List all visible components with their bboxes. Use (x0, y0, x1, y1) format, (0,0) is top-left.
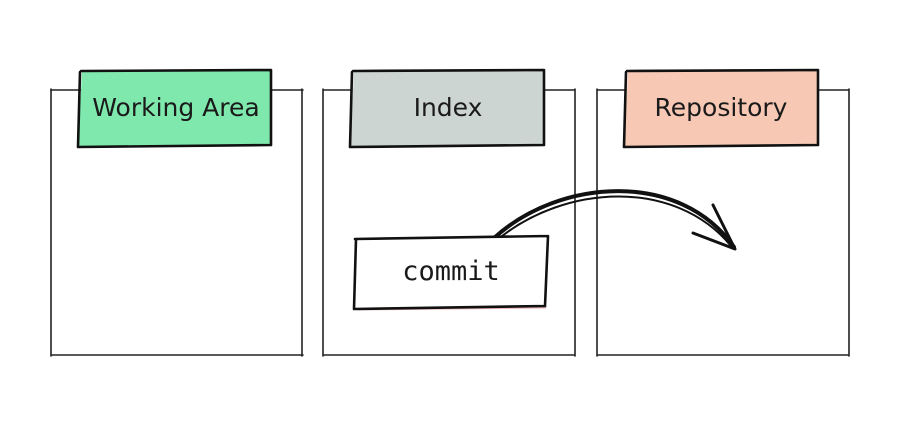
working-area-frame (50, 88, 304, 357)
working-area-panel: Working Area (50, 68, 304, 357)
commit-box-border (352, 234, 550, 311)
commit-command-box: commit (352, 234, 550, 311)
repository-label: Repository (655, 93, 788, 122)
index-label: Index (414, 93, 483, 122)
repository-tab-border (622, 68, 820, 149)
working-area-tab-border (76, 68, 273, 149)
repository-frame (596, 88, 850, 357)
index-panel: Index (322, 68, 576, 357)
working-area-tab (78, 70, 272, 147)
commit-label: commit (402, 256, 500, 287)
index-frame (322, 88, 576, 357)
commit-arrow-shaft-taper (496, 195, 732, 247)
repository-panel: Repository (596, 68, 850, 357)
commit-arrowhead (691, 203, 737, 251)
index-tab (350, 70, 545, 147)
working-area-label: Working Area (92, 93, 259, 122)
commit-arrow (492, 189, 737, 251)
commit-box-bg (354, 236, 548, 309)
index-tab-border (348, 68, 546, 149)
commit-arrow-shaft (492, 189, 736, 249)
repository-tab (624, 70, 819, 147)
